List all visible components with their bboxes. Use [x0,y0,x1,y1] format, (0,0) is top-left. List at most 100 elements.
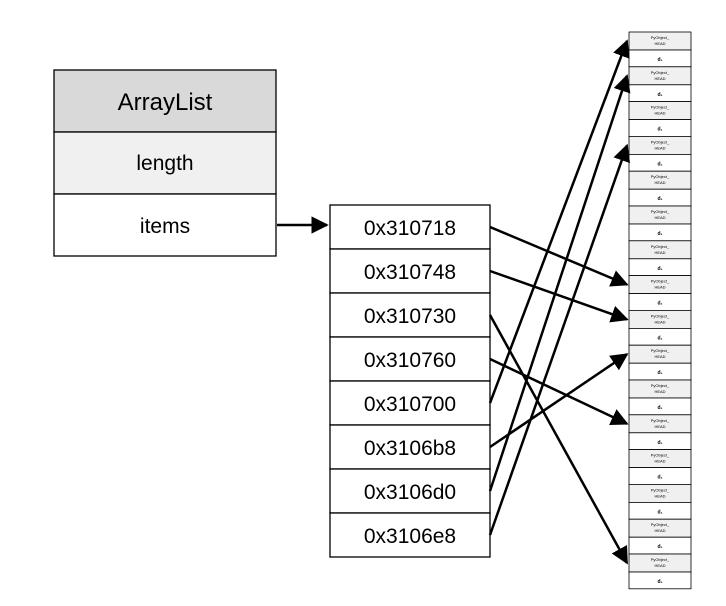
record-value-cell [628,571,692,590]
pointer-arrow [489,225,629,287]
record-header-line1: PyObject_ [651,522,670,527]
address-cell: 0x3106e8 [329,512,491,558]
memory-record: PyObject_HEAD d₁ [628,66,692,103]
pointer-arrow [488,143,631,536]
address-cell: 0x310718 [329,204,491,250]
address-label: 0x3106b8 [364,437,456,460]
record-header-line2: HEAD [654,389,665,394]
record-value-label: d₁ [657,127,662,133]
pointer-arrow [489,357,629,425]
pointer-arrow [488,314,629,565]
record-header-line2: HEAD [654,563,665,568]
record-value-label: d₁ [657,57,662,63]
memory-record: PyObject_HEAD d₁ [628,135,692,172]
address-cell: 0x3106d0 [329,468,491,514]
record-header-line2: HEAD [654,145,665,150]
pointer-arrow [488,39,630,404]
record-header-line2: HEAD [654,180,665,185]
record-header-line2: HEAD [654,319,665,324]
record-value-label: d₁ [657,196,662,202]
pointer-arrows [488,39,631,565]
memory-record: PyObject_HEAD d₁ [628,101,692,137]
record-value-label: d₁ [657,92,662,98]
record-header-line1: PyObject_ [651,105,670,110]
address-label: 0x310730 [364,305,456,328]
record-value-label: d₁ [657,301,662,307]
record-value-label: d₁ [657,266,662,272]
record-header-line2: HEAD [654,41,665,46]
memory-record: PyObject_HEAD d₁ [628,483,692,520]
record-value-label: d₁ [657,405,662,411]
record-header-line1: PyObject_ [651,35,670,40]
record-header-line1: PyObject_ [651,487,670,492]
pointer-arrow [489,353,629,449]
record-header-line1: PyObject_ [651,453,670,458]
pointer-arrow [488,74,631,492]
record-header-line1: PyObject_ [651,383,670,388]
memory-record: PyObject_HEAD d₁ [628,240,692,276]
record-value-label: d₁ [657,161,662,167]
record-value-label: d₁ [657,370,662,376]
record-header-line2: HEAD [654,459,665,464]
memory-record: PyObject_HEAD d₁ [628,309,692,346]
memory-column: PyObject_HEADd₁PyObject_HEADd₁PyObject_H… [628,31,692,590]
record-value-label: d₁ [657,231,662,237]
record-header-line2: HEAD [654,354,665,359]
record-header-line2: HEAD [654,76,665,81]
memory-record: PyObject_HEAD d₁ [628,449,692,485]
record-value-label: d₁ [657,335,662,341]
struct-field-length-cell [53,131,277,195]
address-cell: 0x310760 [329,336,491,382]
record-header-line2: HEAD [654,424,665,429]
record-header-line2: HEAD [654,493,665,498]
memory-record: PyObject_HEAD d₁ [628,379,692,416]
address-label: 0x310760 [364,349,456,372]
record-header-line1: PyObject_ [651,70,670,75]
address-cell: 0x3106b8 [329,424,491,470]
record-header-line1: PyObject_ [651,348,670,353]
address-cell: 0x310700 [329,380,491,426]
memory-record: PyObject_HEAD d₁ [628,31,692,68]
address-label: 0x310718 [364,217,456,240]
record-value-label: d₁ [657,440,662,446]
pointer-arrow [489,269,629,323]
record-header-line2: HEAD [654,111,665,116]
record-header-line2: HEAD [654,215,665,220]
record-header-line2: HEAD [654,528,665,533]
address-cell: 0x310748 [329,248,491,294]
memory-record: PyObject_HEAD d₁ [628,170,692,207]
record-header-line1: PyObject_ [651,418,670,423]
address-label: 0x3106e8 [364,525,456,548]
record-value-label: d₁ [657,544,662,550]
record-header-line1: PyObject_ [651,174,670,179]
record-header-line1: PyObject_ [651,244,670,249]
record-header-line1: PyObject_ [651,209,670,214]
memory-record: PyObject_HEAD d₁ [628,275,692,311]
memory-record: PyObject_HEAD d₁ [628,205,692,242]
record-header-line1: PyObject_ [651,313,670,318]
record-header-line2: HEAD [654,250,665,255]
memory-record: PyObject_HEAD d₁ [628,518,692,555]
address-label: 0x310700 [364,393,456,416]
memory-record: PyObject_HEAD d₁ [628,344,692,381]
record-value-label: d₁ [657,509,662,515]
record-header-line1: PyObject_ [651,139,670,144]
record-value-label: d₁ [657,579,662,585]
record-value-label: d₁ [657,475,662,481]
address-array: 0x310718 0x310748 0x310730 0x310760 0x31… [329,204,491,558]
record-header-line1: PyObject_ [651,279,670,284]
address-cell: 0x310730 [329,292,491,338]
struct-title: ArrayList [118,89,213,116]
struct-field-items-cell [53,193,277,257]
arraylist-struct: ArrayList length items [53,69,277,257]
memory-record: PyObject_HEAD d₁ [628,553,692,590]
struct-field-items: items [140,215,190,238]
address-label: 0x3106d0 [364,481,456,504]
address-label: 0x310748 [364,261,456,284]
record-header-line2: HEAD [654,285,665,290]
record-header-line1: PyObject_ [651,557,670,562]
memory-record: PyObject_HEAD d₁ [628,414,692,450]
struct-field-length: length [136,152,193,175]
struct-title-cell [53,69,277,133]
